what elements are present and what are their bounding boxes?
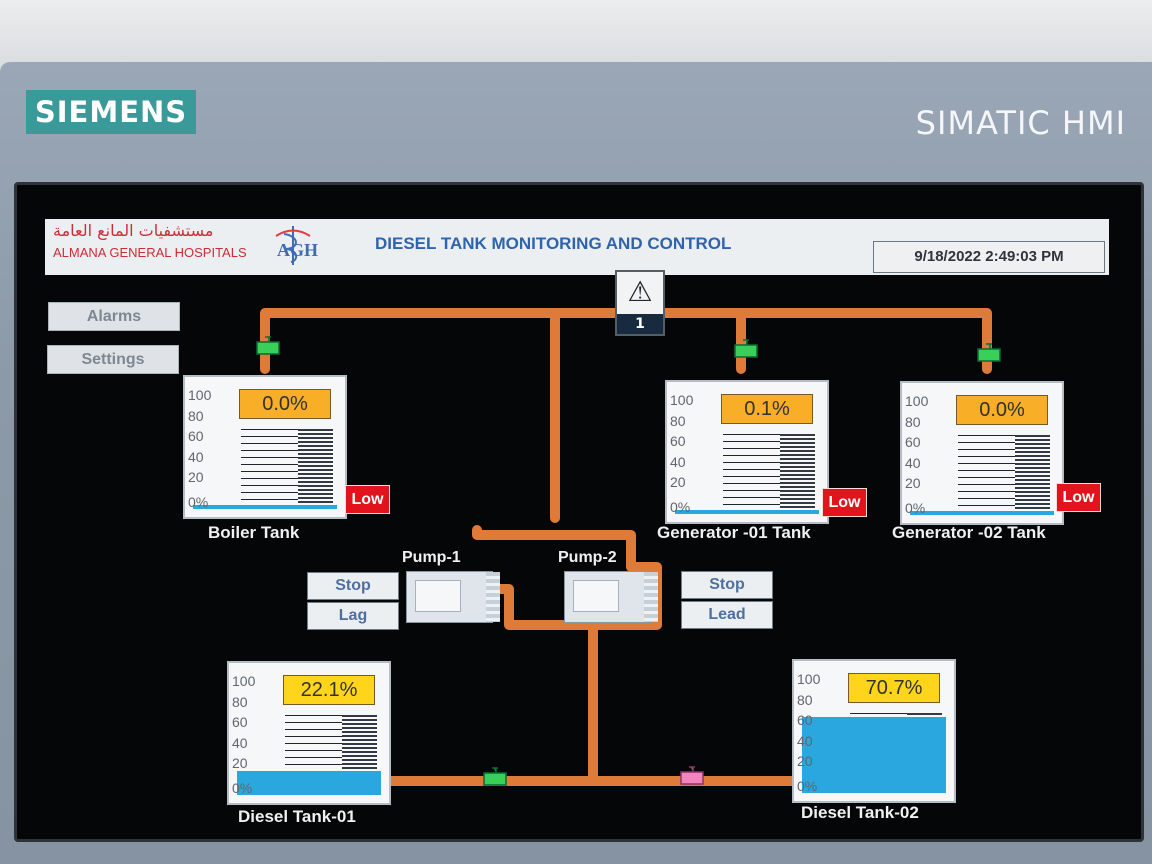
scale-label: 20 [670,474,686,490]
scale-label: 60 [232,714,248,730]
scale-label: 20 [797,753,813,769]
level-fill [910,511,1054,515]
scale-label: 0% [905,500,926,516]
scale-label: 100 [670,392,694,408]
hmi-bezel-top [0,0,1152,70]
scale-label: 0% [670,499,691,515]
tank-hatch [298,429,333,505]
header-bar: مستشفيات المانع العامة ALMANA GENERAL HO… [45,219,1109,275]
scale-label: 20 [188,469,204,485]
generator1-valve-icon[interactable] [732,338,760,364]
level-fill [802,716,946,793]
boiler-tank: 0.0% 100 80 60 40 20 0% [183,375,347,519]
scale-label: 60 [188,428,204,444]
boiler-valve-icon[interactable] [254,335,282,361]
pump2-label: Pump-2 [558,549,617,566]
generator2-tank-label: Generator -02 Tank [892,523,1046,542]
agh-logo: AGH [271,223,319,269]
scale-label: 80 [232,694,248,710]
simatic-hmi-label: SIMATIC HMI [915,104,1126,142]
scale-label: 40 [232,735,248,751]
pump1-label: Pump-1 [402,549,461,566]
pump2-icon[interactable] [564,571,658,623]
scale-label: 0% [188,494,209,510]
diesel1-valve-icon[interactable] [481,766,509,792]
boiler-low-alarm: Low [345,485,390,514]
scale-label: 60 [670,433,686,449]
tank-value: 70.7% [848,673,940,703]
diesel1-tank: 22.1% 100 80 60 40 20 0% [227,661,391,805]
agh-logo-text: AGH [277,240,319,260]
generator2-tank: 0.0% 100 80 60 40 20 0% [900,381,1064,525]
pump1-lag-button[interactable]: Lag [307,602,399,630]
pump1-icon[interactable] [406,571,500,623]
scale-label: 80 [797,692,813,708]
scale-label: 20 [232,755,248,771]
hospital-logo-arabic: مستشفيات المانع العامة [53,221,214,240]
settings-button[interactable]: Settings [47,345,179,374]
boiler-tank-label: Boiler Tank [208,523,300,542]
scale-label: 0% [232,780,253,796]
level-fill [193,505,337,509]
diesel1-tank-label: Diesel Tank-01 [238,807,356,826]
pump2-stop-button[interactable]: Stop [681,571,773,599]
tank-value: 0.0% [956,395,1048,425]
generator1-low-alarm: Low [822,488,867,517]
warning-triangle-icon: ⚠ [627,275,653,308]
scale-label: 40 [797,733,813,749]
date-time-display: 9/18/2022 2:49:03 PM [873,241,1105,273]
scale-label: 0% [797,778,818,794]
scale-label: 80 [670,413,686,429]
scale-label: 20 [905,475,921,491]
tank-value: 0.1% [721,394,813,424]
generator1-tank-label: Generator -01 Tank [657,523,811,542]
tank-value: 0.0% [239,389,331,419]
scale-label: 60 [797,712,813,728]
level-fill [237,771,381,795]
scale-label: 40 [905,455,921,471]
pump2-lead-button[interactable]: Lead [681,601,773,629]
scale-label: 40 [670,454,686,470]
tank-hatch [780,434,815,510]
level-fill [675,510,819,514]
scale-label: 40 [188,449,204,465]
generator2-low-alarm: Low [1056,483,1101,512]
hmi-screen: مستشفيات المانع العامة ALMANA GENERAL HO… [14,182,1144,842]
scale-label: 80 [188,408,204,424]
hospital-logo-english: ALMANA GENERAL HOSPITALS [53,245,247,260]
siemens-logo: SIEMENS [26,90,196,134]
alarm-count: 1 [617,314,663,334]
diesel2-tank: 70.7% 100 80 60 40 20 0% [792,659,956,803]
generator2-valve-icon[interactable] [975,342,1003,368]
scale-label: 60 [905,434,921,450]
alarm-indicator[interactable]: ⚠ 1 [615,270,665,336]
alarms-button[interactable]: Alarms [48,302,180,331]
diesel2-tank-label: Diesel Tank-02 [801,803,919,822]
tank-hatch [1015,435,1050,511]
scale-label: 100 [232,673,256,689]
pump-loop-pipe [467,525,662,630]
page-title: DIESEL TANK MONITORING AND CONTROL [375,234,732,253]
caduceus-icon [275,226,311,265]
generator1-tank: 0.1% 100 80 60 40 20 0% [665,380,829,524]
diesel2-valve-icon[interactable] [678,765,706,791]
scale-label: 100 [797,671,821,687]
scale-label: 100 [188,387,212,403]
pump1-stop-button[interactable]: Stop [307,572,399,600]
scale-label: 100 [905,393,929,409]
tank-value: 22.1% [283,675,375,705]
scale-label: 80 [905,414,921,430]
